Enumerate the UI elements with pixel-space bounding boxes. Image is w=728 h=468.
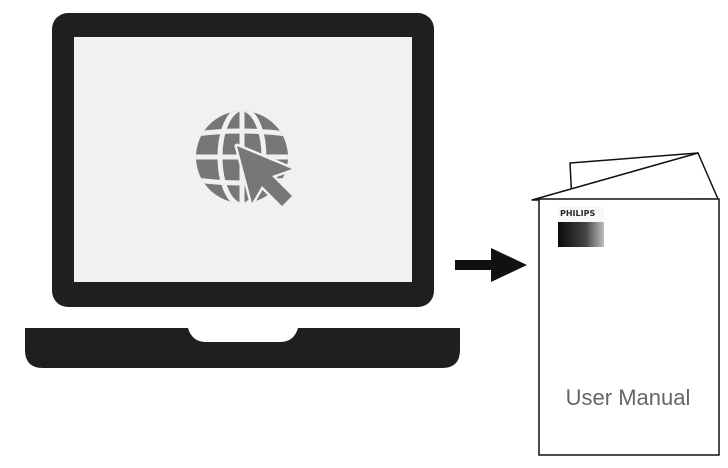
brand-name: PHILIPS — [560, 209, 595, 218]
laptop — [25, 13, 460, 368]
brand-badge: PHILIPS — [558, 207, 604, 247]
laptop-base — [25, 328, 460, 368]
user-manual-booklet: PHILIPS User Manual — [531, 152, 720, 456]
arrow-right-icon — [455, 248, 527, 282]
manual-title: User Manual — [566, 385, 691, 410]
globe-cursor-icon — [196, 111, 295, 209]
